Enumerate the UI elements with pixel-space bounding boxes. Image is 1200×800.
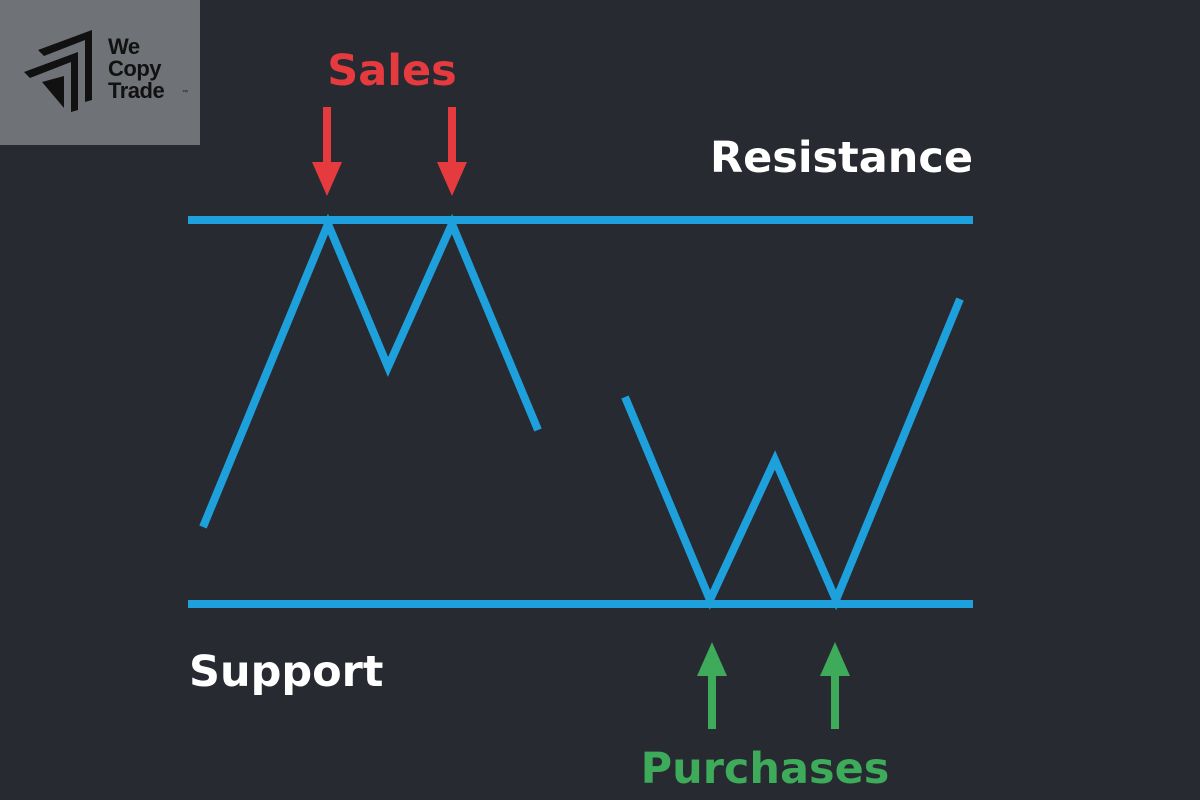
price-path-w bbox=[621, 297, 964, 611]
sales-label: Sales bbox=[327, 46, 456, 96]
support-label: Support bbox=[189, 647, 383, 697]
purchases-arrow bbox=[820, 642, 850, 729]
price-path-m bbox=[199, 213, 542, 529]
purchases-arrow bbox=[697, 642, 727, 729]
trademark: ™ bbox=[182, 90, 188, 96]
resistance-label: Resistance bbox=[710, 133, 973, 183]
logo-mark-icon bbox=[24, 30, 92, 112]
logo-text: We Copy Trade bbox=[108, 34, 165, 103]
logo: We Copy Trade ™ bbox=[0, 0, 200, 145]
purchases-label: Purchases bbox=[641, 744, 890, 794]
sales-arrow bbox=[437, 107, 467, 196]
sales-arrow bbox=[312, 107, 342, 196]
